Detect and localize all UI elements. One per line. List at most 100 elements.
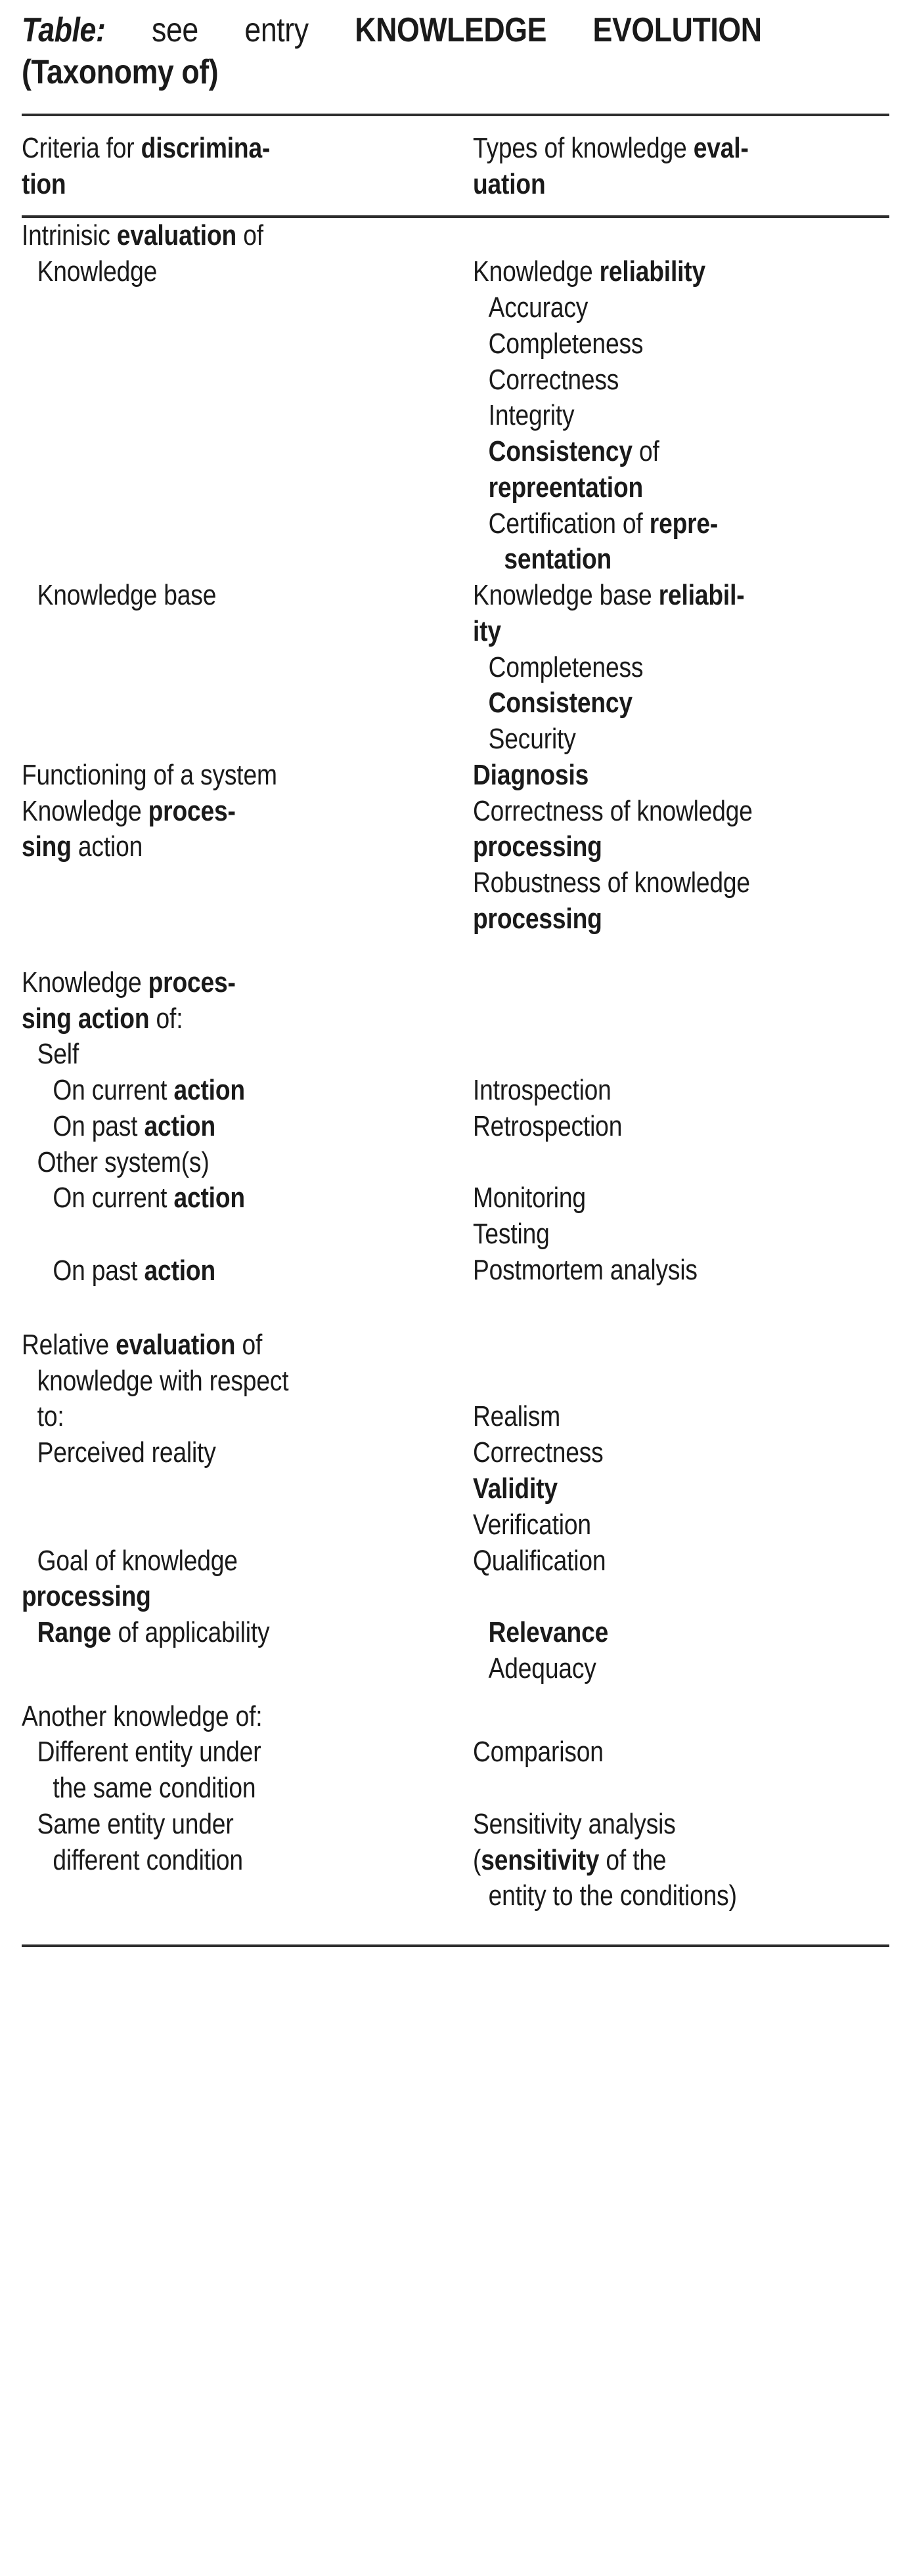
rule-header — [22, 215, 889, 219]
row4-robustness-kp: Robustness of knowledge — [473, 867, 750, 899]
row4-crit-line1: Knowledge proces- — [22, 794, 236, 827]
title-entry: entry — [244, 11, 309, 49]
row3-criteria: Functioning of a system — [22, 758, 473, 794]
row2-item-security: Security — [488, 723, 576, 756]
row5-testing: Testing — [473, 1218, 550, 1251]
row6-verification: Verification — [473, 1508, 591, 1541]
row-spacer — [22, 937, 889, 965]
row1-item-repreentation: repreentation — [488, 471, 644, 504]
row8-same-entity: Same entity under — [37, 1807, 234, 1840]
row1-crit-line1: Intrinisic evaluation of — [22, 219, 263, 252]
row-spacer — [22, 1687, 889, 1699]
row8-sensitivity-detail: (sensitivity of the — [473, 1843, 667, 1876]
row5-monitoring: Monitoring — [473, 1182, 586, 1214]
header-types-line1: Types of knowledge eval- — [473, 131, 889, 167]
row2-knowledge-base: Knowledge base — [37, 579, 217, 612]
row7-goal-line1: Goal of knowledge — [37, 1544, 238, 1577]
row6-correctness: Correctness — [473, 1436, 604, 1469]
row-spacer — [22, 1289, 889, 1327]
table-row: Functioning of a system Diagnosis — [22, 758, 889, 794]
row6-realism: Realism — [473, 1400, 561, 1433]
header-criteria-plain: Criteria for — [22, 131, 141, 164]
row2-kb-reliability: Knowledge base reliabil- — [473, 579, 745, 612]
row5-postmortem: Postmortem analysis — [473, 1253, 698, 1286]
row3-diagnosis: Diagnosis — [473, 758, 589, 791]
table-row: Goal of knowledge processing Range of ap… — [22, 1543, 889, 1687]
row4-types: Correctness of knowledge processing Robu… — [473, 794, 889, 937]
row5-types: Introspection Retrospection Monitoring T… — [473, 965, 889, 1289]
title-entry-knowledge: KNOWLEDGE — [355, 11, 546, 49]
row7-range-applicability: Range of applicability — [37, 1616, 270, 1649]
row5-other-past-action: On past action — [53, 1255, 215, 1287]
row5-introspection: Introspection — [473, 1074, 611, 1107]
row6-types: Realism Correctness Validity Verificatio… — [473, 1327, 889, 1543]
row2-types: Knowledge base reliabil- ity Completenes… — [473, 578, 889, 758]
header-row: Criteria for discrimina- tion Types of k… — [22, 116, 889, 207]
row1-item-completeness: Completeness — [488, 327, 644, 360]
row2-criteria: Knowledge base — [22, 578, 473, 758]
row1-item-correctness: Correctness — [488, 363, 619, 396]
row5-self-current-action: On current action — [53, 1074, 245, 1107]
row1-crit-line2: Knowledge — [37, 255, 158, 288]
row1-knowledge-reliability: Knowledge reliability — [473, 255, 706, 288]
row5-criteria: Knowledge proces- sing action of: Self O… — [22, 965, 473, 1289]
row4-processing-2: processing — [473, 903, 602, 935]
row3-functioning: Functioning of a system — [22, 758, 277, 791]
header-types-line2: uation — [473, 167, 546, 200]
title-entry-evolution: EVOLUTION — [592, 11, 762, 49]
row5-self-past-action: On past action — [53, 1109, 215, 1142]
header-cell-types: Types of knowledge eval- uation — [473, 116, 889, 207]
row4-crit-line2: sing action — [22, 830, 143, 863]
row5-crit-line1: Knowledge proces- — [22, 966, 236, 998]
row1-item-sentation: sentation — [504, 543, 612, 576]
row4-correctness-kp: Correctness of knowledge — [473, 794, 753, 827]
row8-sensitivity-detail-2: entity to the conditions) — [488, 1879, 737, 1912]
title-line-1: Table: see entry KNOWLEDGE EVOLUTION — [22, 9, 762, 51]
row2-kb-reliability-cont: ity — [473, 614, 501, 647]
row8-different-entity: Different entity under — [37, 1736, 261, 1769]
row1-types: Knowledge reliability Accuracy Completen… — [473, 218, 889, 578]
table-row: Knowledge proces- sing action of: Self O… — [22, 965, 889, 1289]
row1-item-integrity: Integrity — [488, 399, 575, 432]
row6-perceived-reality: Perceived reality — [37, 1436, 216, 1469]
table-row: Another knowledge of: Different entity u… — [22, 1699, 889, 1915]
row8-another-knowledge: Another knowledge of: — [22, 1700, 263, 1732]
title-see: see — [152, 11, 198, 49]
row6-crit-line1: Relative evaluation of — [22, 1328, 263, 1361]
row7-relevance: Relevance — [488, 1616, 609, 1649]
table-body: Intrinisic evaluation of Knowledge Knowl… — [22, 218, 889, 1914]
row5-retrospection: Retrospection — [473, 1109, 623, 1142]
row8-comparison: Comparison — [473, 1736, 604, 1769]
row5-other-systems: Other system(s) — [37, 1146, 210, 1178]
table-row: Knowledge base Knowledge base reliabil- … — [22, 578, 889, 758]
row2-item-completeness: Completeness — [488, 651, 644, 683]
page-title: Table: see entry KNOWLEDGE EVOLUTION (Ta… — [22, 0, 887, 94]
table-row: Relative evaluation of knowledge with re… — [22, 1327, 889, 1543]
row3-types: Diagnosis — [473, 758, 889, 794]
row7-adequacy: Adequacy — [488, 1652, 596, 1685]
table-header: Criteria for discrimina- tion Types of k… — [22, 116, 889, 207]
row8-types: Comparison Sensitivity analysis (sensiti… — [473, 1699, 889, 1915]
header-criteria-bold: discrimina- — [141, 131, 271, 164]
header-types-bold: eval- — [693, 131, 749, 164]
row5-crit-line2: sing action of: — [22, 1002, 183, 1035]
row5-self: Self — [37, 1038, 79, 1071]
rule-top — [22, 113, 889, 116]
row8-sensitivity-analysis: Sensitivity analysis — [473, 1807, 676, 1840]
row1-item-consistency: Consistency of — [488, 435, 659, 468]
row7-goal-line2: processing — [22, 1580, 151, 1613]
row6-criteria: Relative evaluation of knowledge with re… — [22, 1327, 473, 1543]
header-criteria-line2: tion — [22, 167, 66, 200]
row7-criteria: Goal of knowledge processing Range of ap… — [22, 1543, 473, 1687]
row2-item-consistency: Consistency — [488, 687, 633, 719]
row7-qualification: Qualification — [473, 1544, 606, 1577]
row6-validity: Validity — [473, 1472, 558, 1505]
table-row: Intrinisic evaluation of Knowledge Knowl… — [22, 218, 889, 578]
row6-crit-line2: knowledge with respect — [37, 1364, 289, 1397]
header-cell-criteria: Criteria for discrimina- tion — [22, 116, 473, 207]
row4-processing-1: processing — [473, 830, 602, 863]
row5-other-current-action: On current action — [53, 1182, 245, 1214]
row1-item-certification: Certification of repre- — [488, 507, 719, 540]
row7-types: Qualification Relevance Adequacy — [473, 1543, 889, 1687]
